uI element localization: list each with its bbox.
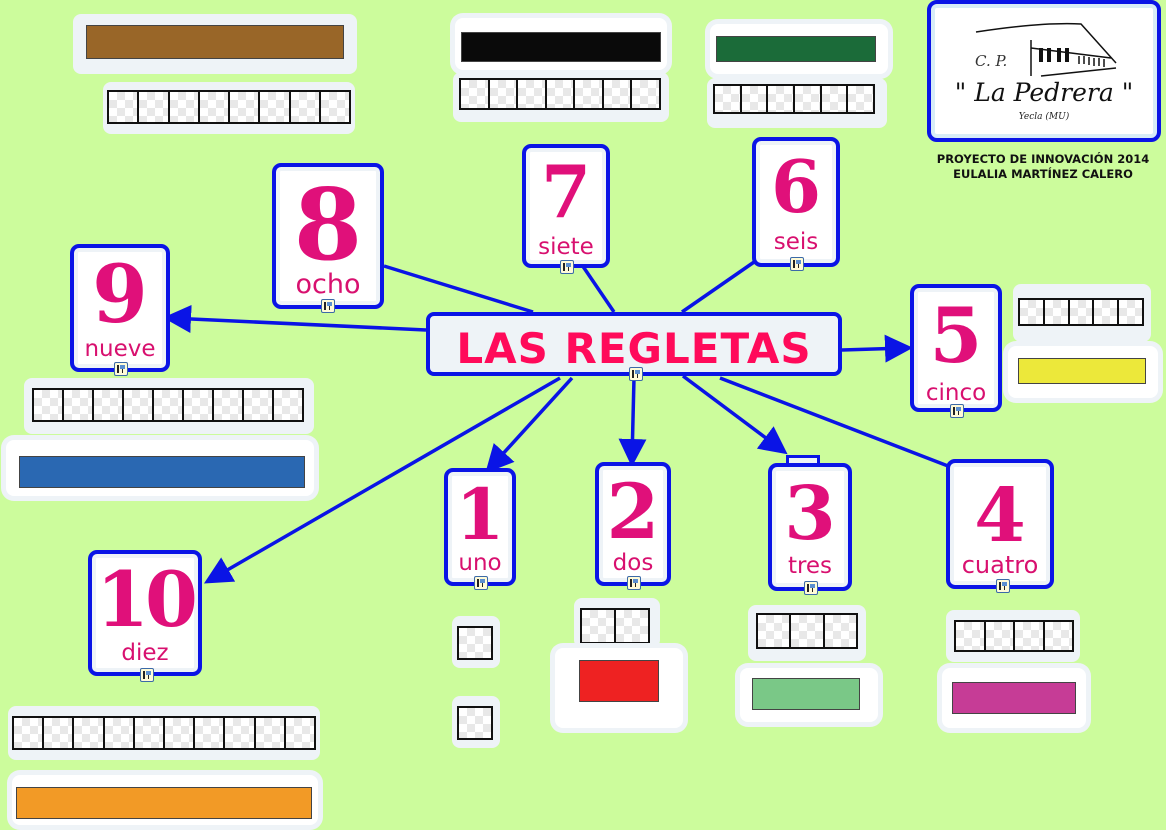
- number-value: 7: [540, 149, 592, 234]
- note-icon[interactable]: [627, 576, 641, 590]
- number-word: cuatro: [961, 551, 1039, 579]
- cells-panel-9: [24, 378, 314, 434]
- rod-panel-10: [12, 775, 318, 825]
- number-value: 6: [770, 144, 822, 229]
- number-value: 9: [92, 247, 148, 341]
- number-card-9[interactable]: 9 nueve: [70, 244, 170, 376]
- rod-panel-5: [1008, 346, 1158, 398]
- number-word: tres: [787, 553, 833, 579]
- color-rod-10[interactable]: [16, 787, 312, 819]
- rod-panel-6: [710, 24, 888, 74]
- unit-cells-2: [580, 608, 650, 644]
- number-word: cinco: [925, 380, 987, 406]
- note-icon[interactable]: [474, 576, 488, 590]
- number-card-8[interactable]: 8 ocho: [272, 163, 384, 313]
- number-value: 4: [974, 473, 1026, 559]
- number-card-3[interactable]: 3 tres: [768, 463, 852, 595]
- number-word: seis: [773, 229, 819, 255]
- cells-panel-5: [1013, 284, 1151, 342]
- credits: PROYECTO DE INNOVACIÓN 2014 EULALIA MART…: [920, 152, 1166, 182]
- color-rod-7[interactable]: [461, 32, 661, 62]
- school-building-icon: [975, 22, 1117, 77]
- note-icon[interactable]: [560, 260, 574, 274]
- unit-cells-9: [32, 388, 304, 422]
- color-rod-9[interactable]: [19, 456, 305, 488]
- unit-cells-6: [713, 84, 875, 114]
- rod-panel-8: [73, 14, 357, 74]
- number-card-10[interactable]: 10 diez: [88, 550, 202, 682]
- number-value: 8: [293, 168, 363, 283]
- color-rod-2[interactable]: [579, 660, 659, 702]
- unit-cells-5: [1018, 298, 1144, 326]
- rod-panel-7: [455, 18, 667, 70]
- central-title-node[interactable]: LAS REGLETAS: [426, 312, 842, 381]
- note-icon[interactable]: [629, 367, 643, 381]
- credit-line-project: PROYECTO DE INNOVACIÓN 2014: [936, 152, 1150, 166]
- number-value: 5: [929, 291, 983, 380]
- number-value: 2: [606, 467, 660, 556]
- school-logo: C. P. " La Pedrera " Yecla (MU): [927, 0, 1161, 142]
- cells-panel-4: [946, 610, 1080, 662]
- cells-panel-8: [103, 82, 355, 134]
- number-card-5[interactable]: 5 cinco: [910, 284, 1002, 418]
- unit-cells-1: [457, 626, 493, 660]
- note-icon[interactable]: [140, 668, 154, 682]
- number-value: 10: [96, 555, 198, 644]
- logo-prefix: C. P.: [975, 52, 1008, 70]
- number-value: 3: [784, 471, 836, 557]
- number-word: nueve: [84, 336, 156, 362]
- logo-location: Yecla (MU): [1018, 112, 1070, 122]
- central-title: LAS REGLETAS: [456, 324, 812, 373]
- unit-cells-3: [756, 613, 858, 649]
- number-word: ocho: [295, 269, 361, 300]
- cells-panel-2: [574, 598, 660, 648]
- cells-panel-7: [453, 72, 669, 122]
- cells-panel-10: [8, 706, 320, 760]
- number-word: uno: [458, 550, 502, 576]
- cells-panel-3: [748, 605, 866, 661]
- cells-panel-6: [707, 78, 887, 128]
- rod-panel-1: [452, 696, 500, 748]
- note-icon[interactable]: [114, 362, 128, 376]
- unit-cells-4: [954, 620, 1074, 652]
- color-rod-1[interactable]: [457, 706, 493, 740]
- color-rod-4[interactable]: [952, 682, 1076, 714]
- credit-line-author: EULALIA MARTÍNEZ CALERO: [953, 167, 1133, 181]
- unit-cells-7: [459, 78, 661, 110]
- logo-school-name: " La Pedrera ": [954, 78, 1134, 107]
- color-rod-5[interactable]: [1018, 358, 1146, 384]
- note-icon[interactable]: [790, 257, 804, 271]
- rod-panel-4: [942, 668, 1086, 728]
- number-card-7[interactable]: 7 siete: [522, 144, 610, 274]
- number-value: 1: [455, 473, 505, 556]
- number-word: diez: [121, 640, 169, 666]
- color-rod-8[interactable]: [86, 25, 344, 59]
- unit-cells-8: [107, 90, 351, 124]
- color-rod-3[interactable]: [752, 678, 860, 710]
- cells-panel-1: [452, 616, 500, 668]
- unit-cells-10: [12, 716, 316, 750]
- number-card-1[interactable]: 1 uno: [444, 468, 516, 590]
- note-icon[interactable]: [950, 404, 964, 418]
- rod-panel-3: [740, 668, 878, 722]
- rod-panel-9: [6, 440, 314, 496]
- note-icon[interactable]: [996, 579, 1010, 593]
- note-icon[interactable]: [321, 299, 335, 313]
- number-card-4[interactable]: 4 cuatro: [946, 459, 1054, 593]
- rod-panel-2: [555, 648, 683, 728]
- note-icon[interactable]: [804, 581, 818, 595]
- number-card-6[interactable]: 6 seis: [752, 137, 840, 271]
- number-word: dos: [612, 550, 654, 576]
- color-rod-6[interactable]: [716, 36, 876, 62]
- number-word: siete: [538, 234, 594, 260]
- number-card-2[interactable]: 2 dos: [595, 462, 671, 590]
